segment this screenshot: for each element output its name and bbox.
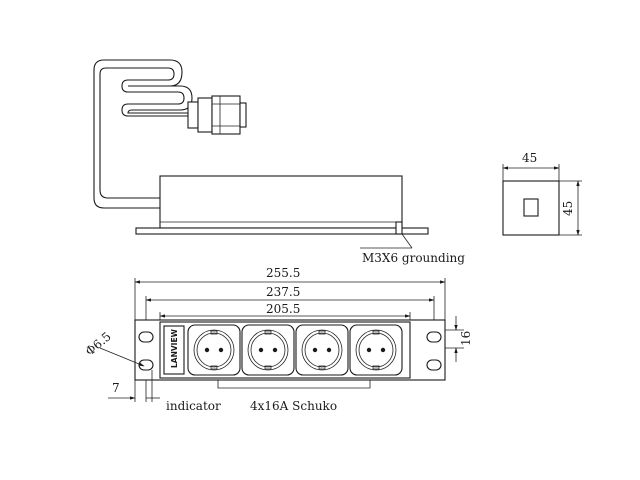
end-view-hole: [523, 198, 539, 217]
end-view-box: [502, 180, 560, 236]
side-width-dimension: 45: [522, 151, 537, 165]
hole-diameter-text: Φ6.5: [83, 329, 114, 358]
brand-label: LANVIEW: [170, 328, 179, 368]
side-view: M3X6 grounding: [93, 59, 465, 265]
side-height-dimension: 45: [561, 201, 575, 216]
overall-length-dimension: 255.5: [266, 266, 300, 280]
mount-slot-right-2: [426, 359, 442, 371]
grounding-screw: [395, 221, 403, 235]
sockets-label: 4x16A Schuko: [250, 399, 337, 413]
end-view: 45 45: [502, 151, 582, 236]
mount-slot-right: [426, 331, 442, 343]
brand-strip: [163, 325, 185, 375]
socket-2: [241, 324, 295, 376]
grounding-label: M3X6 grounding: [362, 251, 465, 265]
edge-offset-dimension: 7: [112, 381, 120, 395]
socket-1: [187, 324, 241, 376]
mount-spacing-dimension: 237.5: [266, 285, 300, 299]
indicator-label: indicator: [166, 399, 221, 413]
pdu-body-side: [159, 175, 403, 229]
mount-flange-side: [135, 227, 429, 235]
body-length-dimension: 205.5: [266, 302, 300, 316]
power-cable: [99, 67, 190, 199]
socket-3: [295, 324, 349, 376]
slot-height-dimension: 16: [459, 331, 473, 346]
power-plug: [187, 95, 247, 135]
socket-4: [349, 324, 403, 376]
mount-slot-left: [138, 331, 154, 343]
front-view: 255.5 237.5 205.5 LANVIEW: [83, 266, 473, 413]
